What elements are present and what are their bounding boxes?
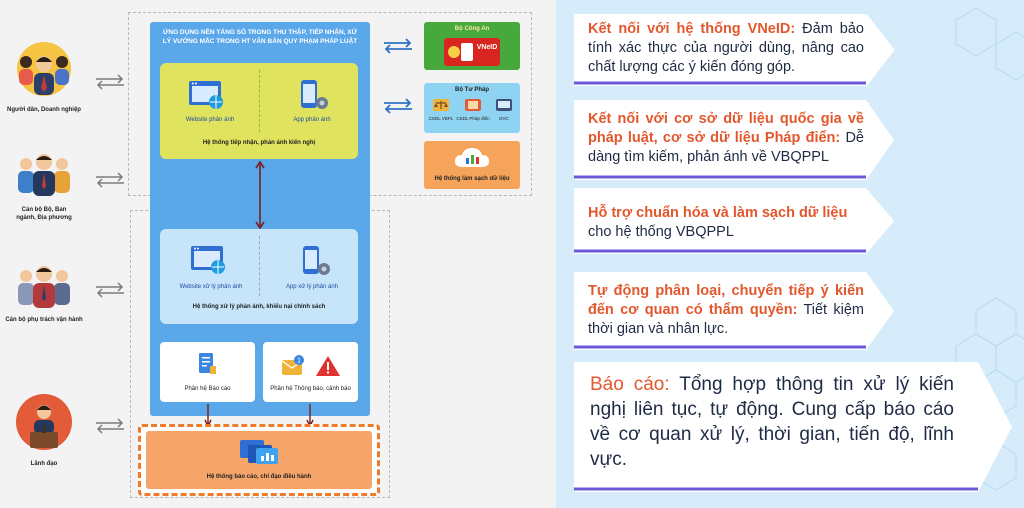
citizens-group-icon	[17, 42, 71, 96]
card-shape	[574, 188, 894, 254]
bidirectional-arrow-icon	[96, 282, 124, 298]
app-label: App xử lý phản ánh	[285, 284, 339, 290]
bidirectional-arrow-icon	[384, 38, 412, 54]
main-title: ỨNG DỤNG NỀN TẢNG SỐ TRONG THU THẬP, TIẾ…	[162, 29, 358, 45]
operators-group-icon	[18, 266, 70, 308]
website-label: Website phản ánh	[185, 117, 235, 123]
card-shape	[574, 100, 894, 180]
alert-module-box	[263, 342, 358, 402]
actor-leaders: Lãnh đạo	[0, 392, 88, 468]
feature-card-data-clean: Hỗ trợ chuẩn hóa và làm sạch dữ liệu cho…	[588, 204, 864, 242]
mobile-app-icon	[303, 246, 330, 275]
bidirectional-arrow-icon	[384, 98, 412, 114]
actor-ministry-staff: Cán bộ Bộ, Ban ngành, Địa phương	[0, 152, 88, 222]
card-shape	[574, 272, 894, 350]
feature-card-legal-db: Kết nối với cơ sở dữ liệu quốc gia về ph…	[588, 110, 864, 167]
alert-module-label: Phân hệ Thông báo, cảnh báo	[270, 386, 351, 392]
warning-triangle-icon	[316, 356, 340, 376]
notification-mail-icon: 1	[281, 355, 304, 375]
staff-group-icon	[18, 154, 70, 196]
website-icon	[191, 246, 225, 274]
justice-item-label: CSDL Pháp điển	[456, 116, 490, 121]
bo-tu-phap-title: Bộ Tư Pháp	[454, 87, 489, 93]
feature-card-vneid: Kết nối với hệ thống VNeID: Đảm bảo tính…	[588, 20, 864, 77]
bidirectional-arrow-icon	[96, 74, 124, 90]
cloud-data-icon	[455, 148, 489, 167]
command-system-label: Hệ thống báo cáo, chỉ đạo điều hành	[206, 474, 312, 480]
vneid-card-icon: VNeID	[444, 38, 500, 66]
vneid-brand: VNeID	[477, 44, 498, 51]
processing-caption: Hệ thống xử lý phản ánh, khiếu nại chính…	[192, 304, 326, 310]
dashboard-screens-icon	[240, 440, 278, 464]
system-diagram: Người dân, Doanh nghiệp Cán bộ Bộ, Ban n…	[0, 0, 556, 508]
actor-operators: Cán bộ phụ trách vận hành	[0, 266, 88, 324]
divider	[259, 236, 260, 296]
svg-text:1: 1	[297, 358, 301, 365]
data-cleaning-label: Hệ thống làm sạch dữ liệu	[434, 176, 510, 182]
website-label: Website xử lý phản ánh	[179, 284, 243, 290]
card-highlight: Tự động phân loại, chuyển tiếp ý kiến đế…	[588, 283, 864, 318]
report-document-icon	[199, 353, 216, 374]
processing-system-panel	[160, 229, 358, 324]
actor-label: Lãnh đạo	[30, 461, 58, 467]
features-panel: Kết nối với hệ thống VNeID: Đảm bảo tính…	[556, 0, 1024, 508]
app-label: App phản ánh	[293, 117, 331, 123]
justice-item-label: DVC	[499, 116, 509, 121]
bo-cong-an-title: Bộ Công An	[454, 26, 490, 32]
feature-card-auto-route: Tự động phân loại, chuyển tiếp ý kiến đế…	[588, 282, 864, 339]
card-text: Tổng hợp thông tin xử lý kiến nghị liên …	[590, 374, 955, 470]
actor-label: Cán bộ Bộ, Ban ngành, Địa phương	[16, 207, 72, 221]
public-service-icon	[496, 99, 512, 111]
law-scale-icon	[433, 99, 449, 111]
card-shape	[574, 362, 1012, 492]
card-highlight: Kết nối với cơ sở dữ liệu quốc gia về ph…	[588, 111, 864, 146]
card-text: cho hệ thống VBQPPL	[588, 224, 734, 240]
card-text: Tiết kiệm thời gian và nhân lực.	[588, 302, 864, 337]
card-highlight: Báo cáo:	[590, 374, 670, 395]
report-module-label: Phân hệ Báo cáo	[184, 386, 231, 392]
actor-label: Người dân, Doanh nghiệp	[7, 107, 81, 113]
justice-item-label: CSDL VBPL	[428, 116, 454, 121]
card-shape	[574, 14, 895, 86]
actor-label: Cán bộ phụ trách vận hành	[5, 317, 83, 323]
card-highlight: Hỗ trợ chuẩn hóa và làm sạch dữ liệu	[588, 205, 848, 221]
card-text: Dễ dàng tìm kiếm, phản ánh về VBQPPL	[588, 130, 864, 165]
reception-system-panel	[160, 63, 358, 159]
vertical-double-arrow	[255, 160, 265, 230]
card-text: Đảm bảo tính xác thực của người dùng, nâ…	[588, 21, 864, 75]
reception-caption: Hệ thống tiếp nhận, phản ánh kiến nghị	[202, 140, 316, 146]
bidirectional-arrow-icon	[96, 418, 124, 434]
divider	[259, 70, 260, 132]
website-icon	[189, 81, 223, 109]
actor-citizens: Người dân, Doanh nghiệp	[0, 40, 88, 114]
mobile-app-icon	[301, 80, 328, 109]
leader-podium-icon	[16, 394, 72, 450]
law-book-icon	[465, 99, 481, 111]
card-highlight: Kết nối với hệ thống VNeID:	[588, 21, 796, 37]
feature-card-report: Báo cáo: Tổng hợp thông tin xử lý kiến n…	[590, 372, 954, 472]
bidirectional-arrow-icon	[96, 172, 124, 188]
